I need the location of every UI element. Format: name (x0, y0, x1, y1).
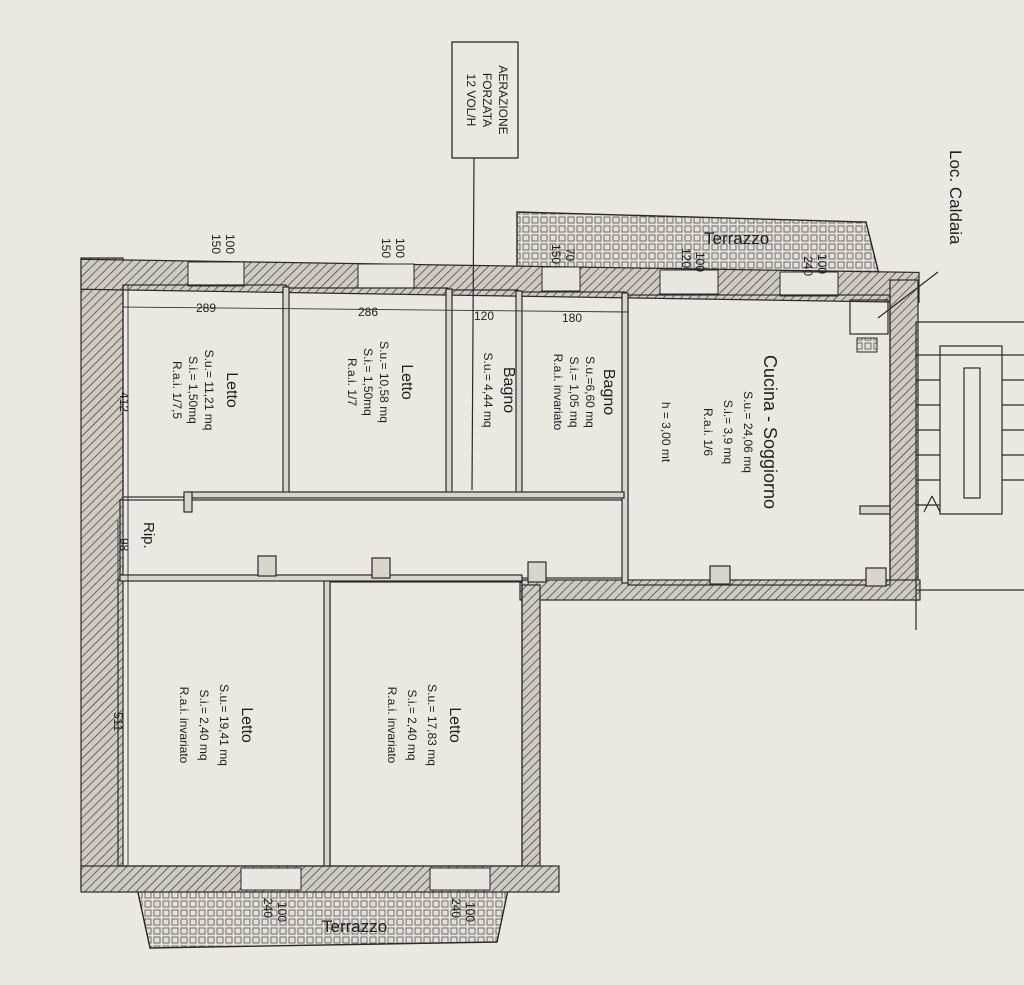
room-name: Bagno (500, 367, 517, 413)
win-dim-b: 240 (801, 256, 815, 276)
room-name: Letto (398, 364, 415, 400)
room-line: S.u.= 10,58 mq (377, 341, 391, 423)
room-name: Letto (238, 707, 255, 743)
dim-511: 511 (111, 712, 125, 731)
dim-289: 289 (196, 301, 216, 315)
partitions (119, 286, 891, 867)
room-bagno-1: Bagno S.u.= 4,44 mq (481, 352, 517, 427)
room-name: Letto (446, 707, 463, 743)
boiler-symbol (856, 337, 878, 353)
room-line: R.a.i. invariato (385, 687, 399, 764)
room-line: S.u.= 24,06 mq (741, 391, 755, 473)
room-name: Cucina - Soggiorno (760, 355, 780, 509)
room-line: R.a.i. 1/7,5 (170, 361, 184, 419)
room-line: h = 3,00 mt (659, 402, 673, 463)
win-dim-b: 120 (679, 248, 693, 268)
win-dim-b: 150 (549, 244, 563, 264)
room-line: R.a.i. invariato (177, 687, 191, 764)
room-cucina-soggiorno: Cucina - Soggiorno S.u.= 24,06 mq S.i.= … (659, 355, 780, 509)
terrace-top-label: Terrazzo (704, 229, 769, 248)
note-line-1: AERAZIONE (496, 65, 510, 134)
room-line: S.i.= 1,50mq (186, 356, 200, 424)
room-line: S.u.= 11,21 mq (202, 350, 216, 431)
dim-412: 412 (117, 392, 131, 412)
room-line: R.a.i. invariato (551, 354, 565, 431)
room-name: Bagno (600, 369, 617, 415)
win-dim-b: 150 (209, 234, 223, 254)
win-dim-a: 100 (463, 902, 477, 922)
wall-right-upper (889, 279, 919, 601)
staircase (915, 321, 1024, 630)
corridor-label: Rip. (140, 522, 157, 549)
room-line: S.u.=6,60 mq (583, 356, 597, 428)
room-letto-3: Letto S.u.= 19,41 mq S.i.= 2,40 mq R.a.i… (177, 684, 255, 766)
win-dim-a: 100 (815, 254, 829, 274)
loc-caldaia-label: Loc. Caldaia (946, 150, 965, 245)
win-dim-a: 100 (275, 902, 289, 922)
terrace-bottom-label: Terrazzo (322, 917, 387, 936)
note-line-3: 12 VOL/H (464, 74, 478, 127)
room-line: S.u.= 4,44 mq (481, 352, 495, 427)
win-dim-a: 100 (393, 238, 407, 258)
win-dim-b: 150 (379, 238, 393, 258)
win-dim-b: 240 (449, 898, 463, 918)
room-line: S.i.= 2,40 mq (405, 689, 419, 760)
room-line: S.i.= 3,9 mq (721, 400, 735, 464)
win-dim-b: 240 (261, 898, 275, 918)
window-dims: 100 150 100 150 70 150 100 120 100 240 1… (209, 234, 829, 922)
wall-right-lower (521, 584, 541, 886)
room-line: S.u.= 17,83 mq (425, 684, 439, 766)
room-letto-2: Letto S.u.= 10,58 mq S.i.= 1,50mq R.a.i.… (345, 341, 415, 423)
aerazione-note: AERAZIONE FORZATA 12 VOL/H (464, 65, 510, 134)
windows-top (187, 261, 839, 297)
dim-98: 98 (117, 538, 131, 552)
dim-120: 120 (474, 309, 494, 323)
room-letto-1: Letto S.u.= 11,21 mq S.i.= 1,50mq R.a.i.… (170, 350, 240, 431)
dim-286: 286 (358, 305, 378, 319)
aerazione-leader (471, 157, 475, 491)
win-dim-a: 100 (223, 234, 237, 254)
aerazione-note-box (451, 41, 519, 159)
win-dim-a: 70 (563, 248, 577, 262)
dim-180: 180 (562, 311, 582, 325)
dimension-lines (117, 285, 629, 866)
caldaia-leader (877, 271, 939, 319)
room-line: R.a.i. 1/6 (701, 408, 715, 456)
room-line: S.i.= 2,40 mq (197, 689, 211, 760)
room-name: Letto (223, 372, 240, 408)
room-letto-4: Letto S.u.= 17,83 mq S.i.= 2,40 mq R.a.i… (385, 684, 463, 766)
note-line-2: FORZATA (480, 73, 494, 127)
room-line: S.i.= 1,05 mq (567, 356, 581, 427)
room-line: S.i.= 1,50mq (361, 348, 375, 416)
windows-bottom (240, 867, 491, 891)
room-line: R.a.i. 1/7 (345, 358, 359, 406)
room-bagno-2: Bagno S.u.=6,60 mq S.i.= 1,05 mq R.a.i. … (551, 354, 617, 431)
boiler-room (849, 299, 889, 335)
win-dim-a: 100 (693, 252, 707, 272)
room-line: S.u.= 19,41 mq (217, 684, 231, 766)
wall-left (80, 257, 124, 889)
